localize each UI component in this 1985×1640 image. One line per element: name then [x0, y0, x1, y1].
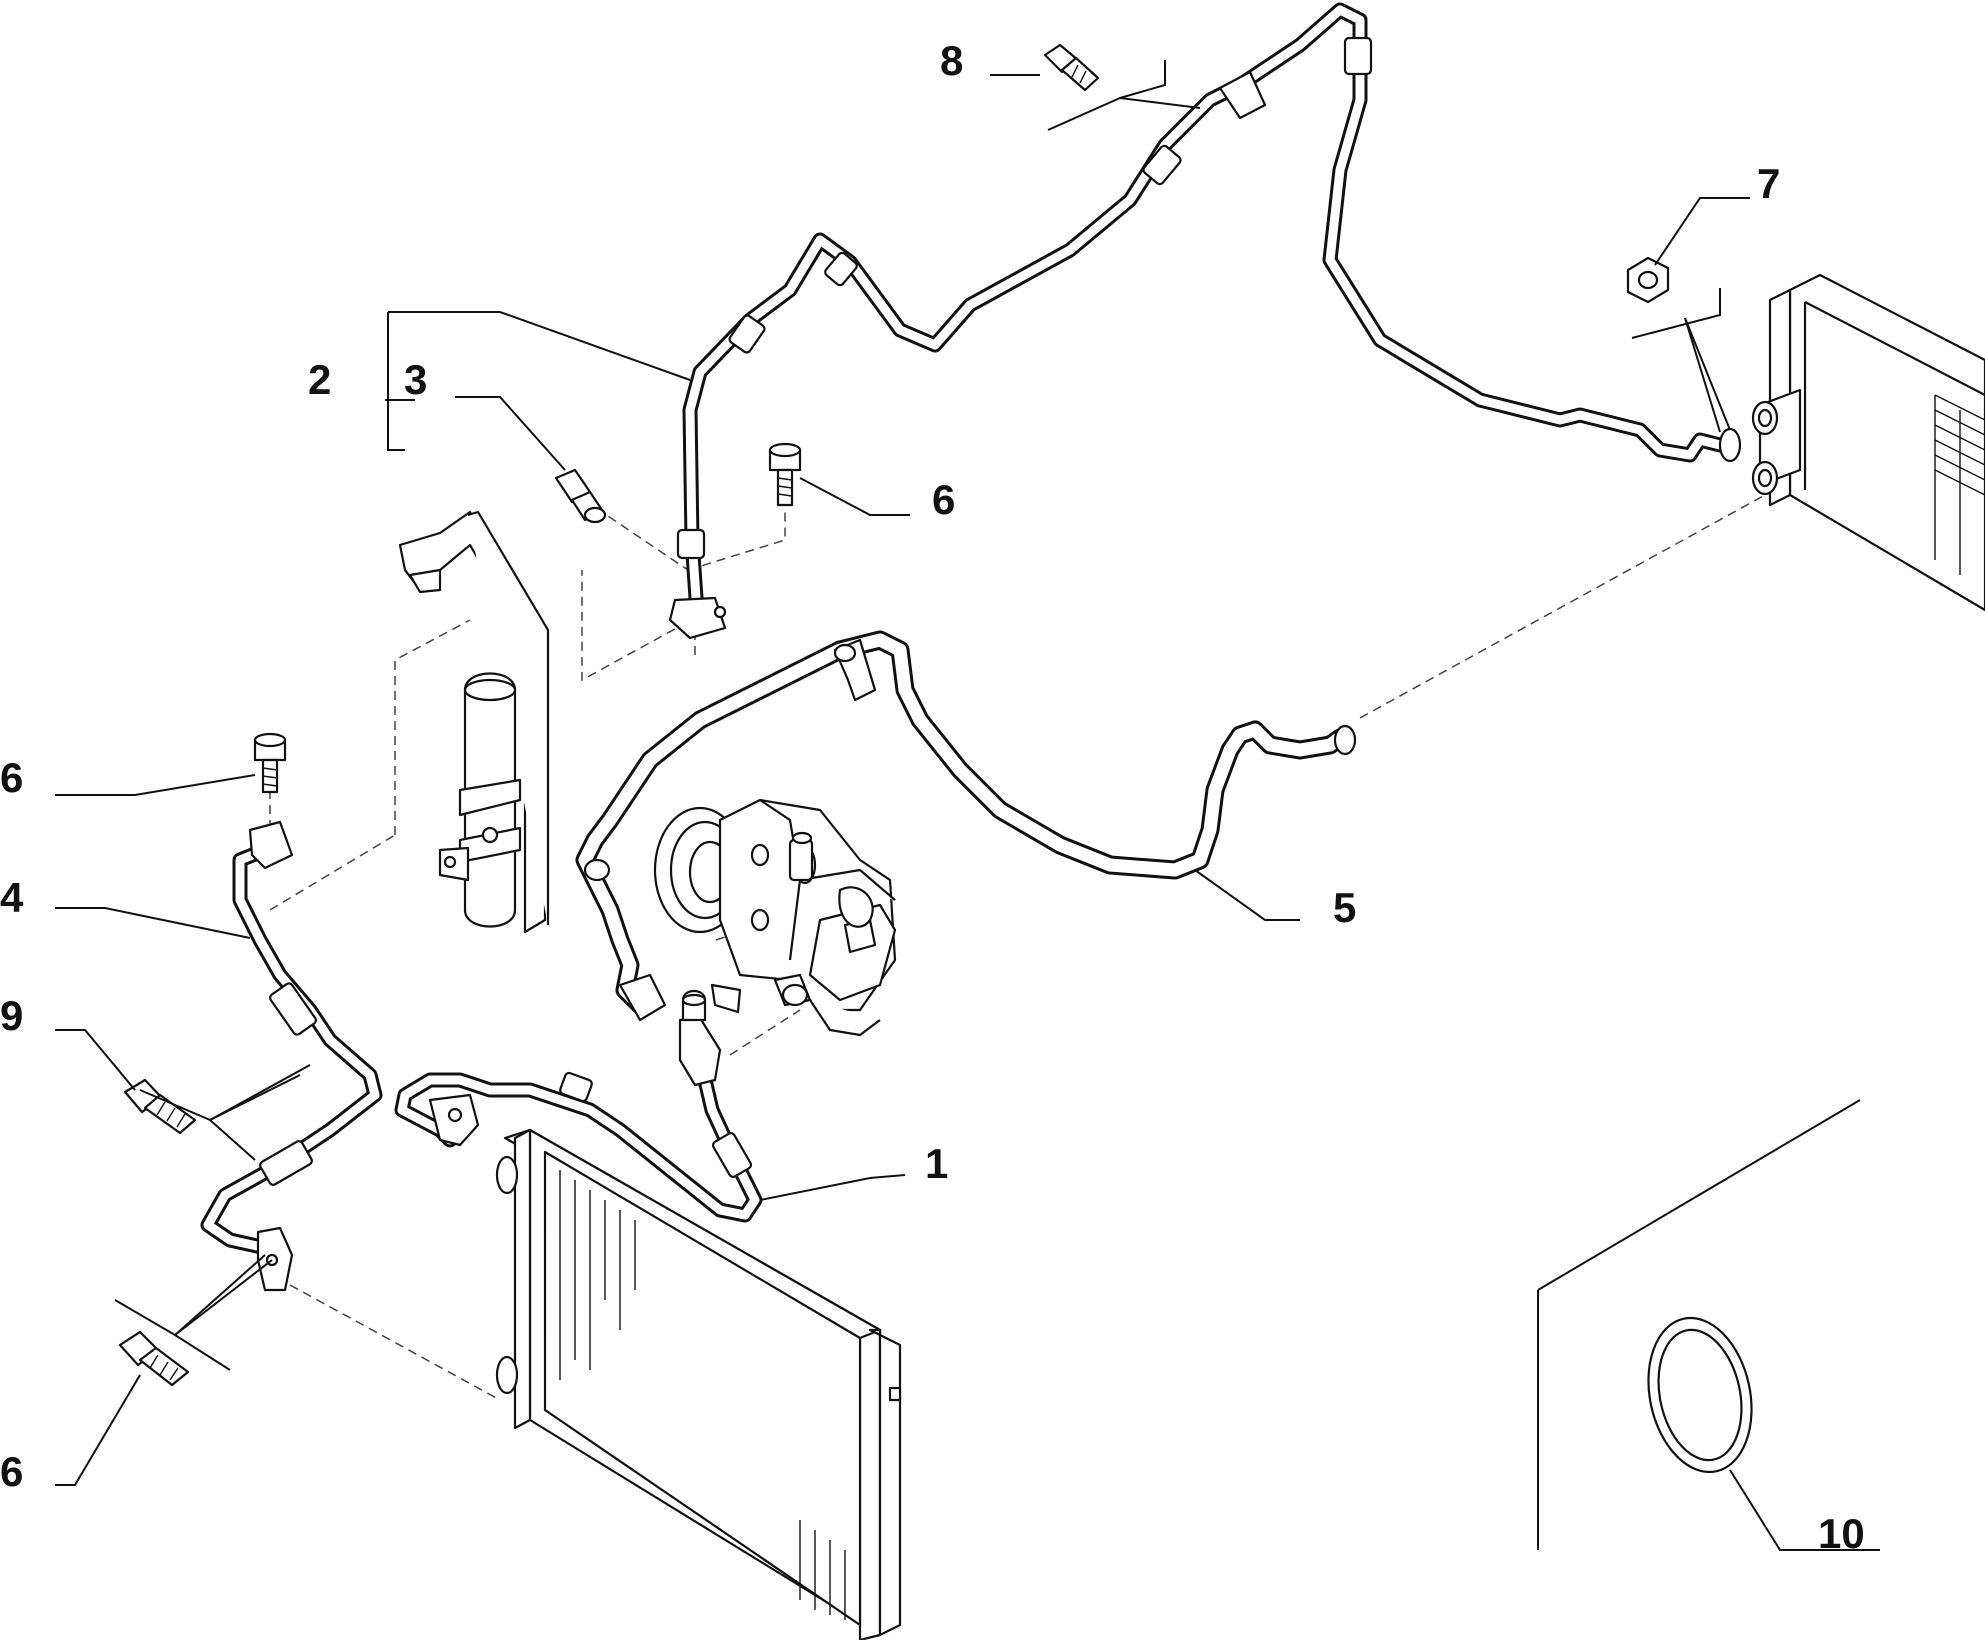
bolt-6-top — [768, 442, 802, 507]
callout-5: 5 — [1333, 884, 1356, 931]
hose-5 — [575, 630, 1357, 1022]
pipe-2 — [668, 2, 1742, 640]
pipe-1 — [394, 989, 763, 1223]
firewall-panel — [1537, 1099, 1861, 1550]
callout-4: 4 — [0, 874, 24, 921]
assembly-dash-lines — [269, 494, 1766, 1401]
condenser — [495, 1128, 902, 1640]
evaporator — [1751, 273, 1985, 612]
callout-7: 7 — [1757, 160, 1780, 207]
nut-7 — [1626, 256, 1670, 304]
pressure-switch-3 — [554, 468, 607, 524]
callout-6-left: 6 — [0, 754, 23, 801]
callout-10: 10 — [1818, 1510, 1865, 1557]
compressor — [653, 798, 897, 1037]
callout-9: 9 — [0, 992, 23, 1039]
callout-3: 3 — [404, 356, 427, 403]
seal-ring-10 — [1647, 1316, 1753, 1474]
callout-2: 2 — [308, 356, 331, 403]
pipe-4 — [200, 820, 383, 1292]
callout-6-top: 6 — [932, 476, 955, 523]
bolt-6-left — [253, 732, 287, 794]
receiver-drier — [398, 510, 550, 934]
callout-labels: 1 2 3 4 5 6 6 6 7 8 9 10 — [0, 37, 1865, 1557]
callout-6-bottom: 6 — [0, 1448, 23, 1495]
bolt-6-bottom — [118, 1330, 190, 1387]
callout-1: 1 — [925, 1140, 948, 1187]
bolt-8 — [1043, 43, 1100, 92]
leader-lines — [55, 60, 1880, 1551]
callout-8: 8 — [940, 37, 963, 84]
bolt-9 — [123, 1078, 197, 1135]
